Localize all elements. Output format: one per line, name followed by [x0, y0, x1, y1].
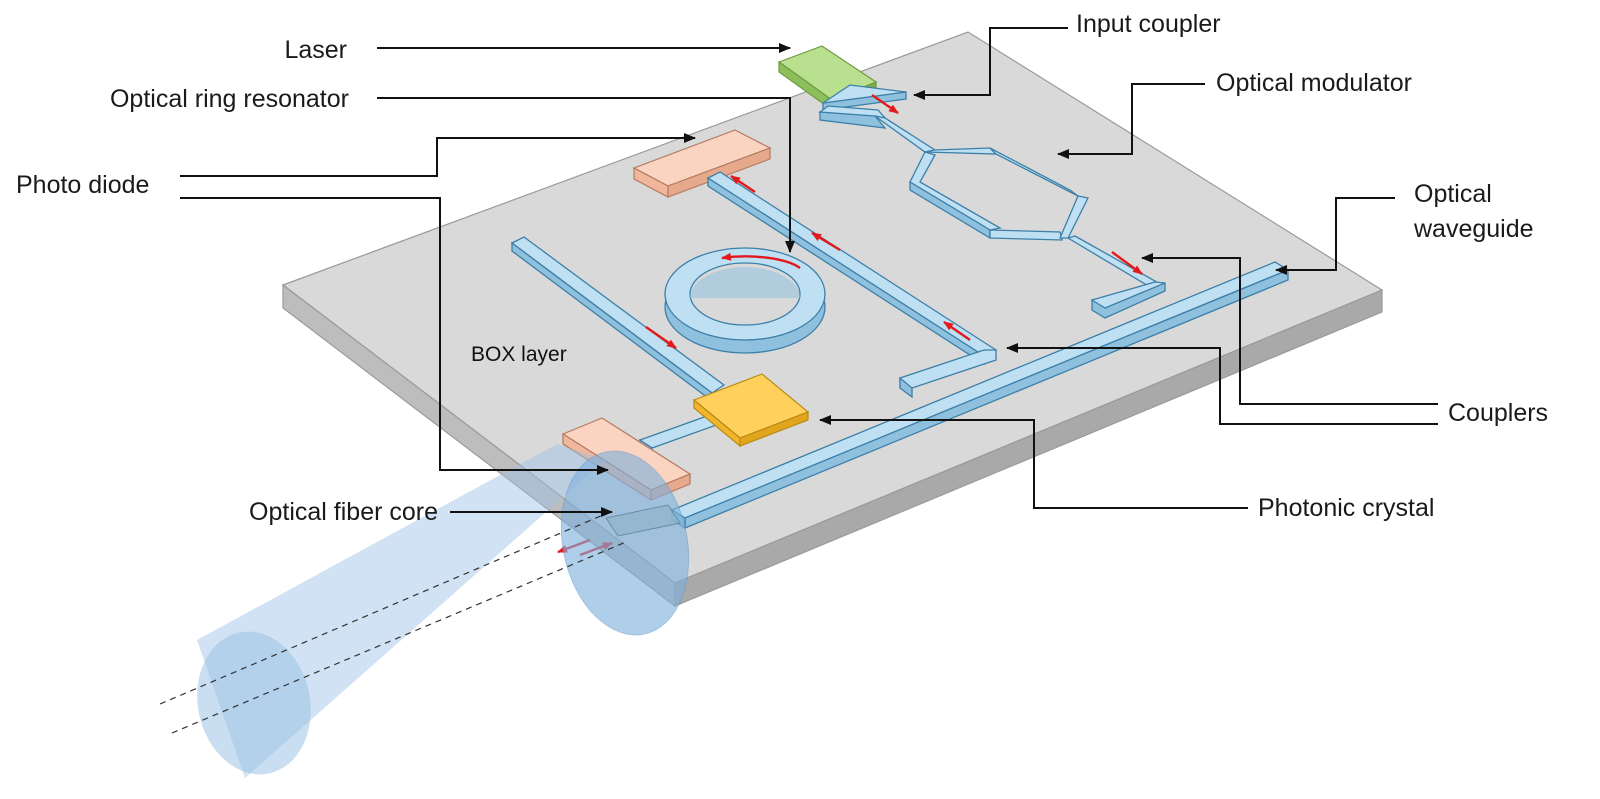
optical-waveguide-leader [1275, 197, 1395, 275]
labels: Laser Optical ring resonator Photo diode… [16, 10, 1548, 526]
input-coupler-shape [822, 84, 907, 111]
couplers-leader-lower [1006, 343, 1438, 425]
input-coupler-leader [913, 27, 1068, 100]
couplers-leader-upper [1141, 253, 1438, 405]
label-fiber-core: Optical fiber core [249, 498, 438, 526]
optical-fiber [159, 444, 690, 778]
photo-diode-lower-leader [180, 197, 609, 475]
label-couplers: Couplers [1448, 399, 1548, 427]
label-optical-waveguide-1: Optical [1414, 180, 1492, 208]
optical-modulator-shape [818, 105, 1166, 319]
fiber-core-stub [605, 504, 681, 537]
photo-diode-upper-leader [180, 133, 696, 177]
ring-bus-waveguide [706, 171, 998, 399]
leader-lines [180, 27, 1438, 517]
label-ring-resonator: Optical ring resonator [110, 85, 349, 113]
photonic-crystal-leader [819, 415, 1248, 509]
photonic-crystal-block [692, 373, 810, 448]
ring-resonator-leader [377, 97, 795, 253]
label-optical-waveguide-2: waveguide [1413, 215, 1534, 243]
box-layer-substrate [281, 31, 1384, 608]
label-box-layer: BOX layer [471, 343, 567, 366]
optical-ring-resonator-shape [664, 247, 826, 354]
optical-modulator-leader [1057, 83, 1205, 159]
fiber-core-line-upper [159, 511, 611, 705]
label-photonic-crystal: Photonic crystal [1258, 494, 1434, 522]
label-photo-diode: Photo diode [16, 171, 149, 199]
label-optical-modulator: Optical modulator [1216, 69, 1412, 97]
label-laser: Laser [284, 36, 347, 64]
label-input-coupler: Input coupler [1076, 10, 1221, 38]
fiber-core-line-lower [171, 541, 627, 734]
